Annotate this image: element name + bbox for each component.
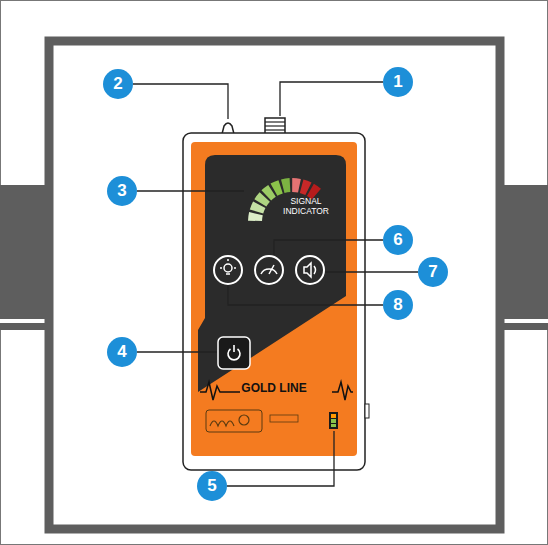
- signal-segment: [271, 180, 283, 196]
- sensitivity-button: [255, 256, 283, 284]
- callout-number: 6: [383, 225, 413, 255]
- callout-number: 4: [107, 337, 137, 367]
- panel-label: SIGNAL INDICATOR: [267, 197, 345, 217]
- zigzag: [332, 382, 353, 400]
- signal-segment: [248, 212, 263, 221]
- display-panel: SIGNAL INDICATOR: [205, 155, 346, 305]
- orange-face: [191, 142, 357, 456]
- brand-name: GOLD LINE: [183, 382, 365, 396]
- power-button: [218, 337, 250, 369]
- signal-segment: [281, 178, 290, 193]
- leader-lines: [133, 82, 418, 486]
- battery-led: [329, 412, 338, 429]
- light-button: [214, 256, 242, 284]
- sound-button: [296, 256, 324, 284]
- device-body: [183, 133, 365, 470]
- callout-number: 8: [383, 290, 413, 320]
- callout-number: 1: [383, 67, 413, 97]
- callout-number: 7: [418, 257, 448, 287]
- signal-segment: [292, 178, 301, 193]
- logo: [206, 410, 298, 432]
- band-gap: [0, 319, 52, 323]
- frame: [49, 41, 500, 529]
- zigzag: [200, 382, 240, 400]
- device-body: GOLD LINE SIGNAL INDICATOR: [183, 133, 365, 470]
- side-band: [0, 185, 52, 330]
- callout-number: 5: [197, 471, 227, 501]
- side-notch: [365, 404, 369, 418]
- callout-number: 3: [107, 176, 137, 206]
- callout-number: 2: [103, 69, 133, 99]
